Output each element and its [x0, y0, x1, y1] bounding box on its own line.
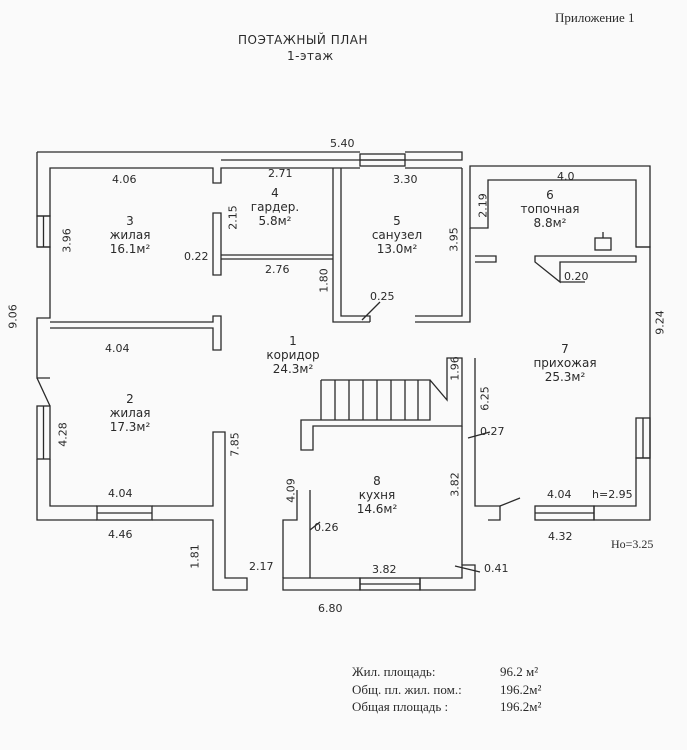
area-value-total-living: 196.2м²	[500, 682, 542, 697]
dim-025: 0.25	[370, 290, 395, 303]
dim-404-b: 4.04	[108, 487, 133, 500]
wall-topochnaya	[534, 255, 637, 284]
room-2-number: 2	[126, 392, 134, 406]
dim-219: 2.19	[476, 193, 490, 218]
dim-217: 2.17	[249, 560, 274, 573]
room-7-name: прихожая	[533, 356, 597, 370]
room-4-area: 5.8м²	[258, 214, 292, 228]
room-4-name: гардер.	[250, 200, 300, 214]
wall-internal-5	[332, 168, 371, 323]
stairs	[300, 357, 463, 451]
dim-330: 3.30	[393, 173, 418, 186]
dim-680: 6.80	[318, 602, 343, 615]
room-5-name: санузел	[371, 228, 423, 242]
room-4-label: 4 гардер. 5.8м²	[245, 186, 305, 228]
room-8-area: 14.6м²	[356, 502, 398, 516]
dim-027: 0.27	[480, 425, 505, 438]
room-2-label: 2 жилая 17.3м²	[100, 392, 160, 434]
dim-432: 4.32	[548, 530, 573, 543]
room-8-name: кухня	[358, 488, 396, 502]
room-5-number: 5	[393, 214, 401, 228]
dim-406: 4.06	[112, 173, 137, 186]
dim-40: 4.0	[557, 170, 575, 183]
dim-924: 9.24	[653, 310, 667, 335]
room-3-name: жилая	[109, 228, 151, 242]
area-label-living: Жил. площадь:	[352, 664, 436, 679]
room-7-label: 7 прихожая 25.3м²	[525, 342, 605, 384]
room-5-label: 5 санузел 13.0м²	[362, 214, 432, 256]
room-7-number: 7	[561, 342, 569, 356]
dim-625: 6.25	[478, 386, 492, 411]
area-label-total: Общая площадь :	[352, 699, 449, 714]
dim-041: 0.41	[484, 562, 509, 575]
dim-022: 0.22	[184, 250, 209, 263]
appendix-label: Приложение 1	[555, 10, 635, 25]
dim-180: 1.80	[317, 268, 331, 293]
room-2-area: 17.3м²	[109, 420, 151, 434]
area-value-total: 196.2м²	[500, 699, 542, 714]
room-8-number: 8	[373, 474, 381, 488]
dim-404-c: 4.04	[547, 488, 572, 501]
room-1-number: 1	[289, 334, 297, 348]
room-3-number: 3	[126, 214, 134, 228]
room-1-name: коридор	[266, 348, 320, 362]
area-label-total-living: Общ. пл. жил. пом.:	[352, 682, 462, 697]
dim-382-a: 3.82	[448, 472, 462, 497]
room-1-area: 24.3м²	[272, 362, 314, 376]
room-3-label: 3 жилая 16.1м²	[100, 214, 160, 256]
dim-382-b: 3.82	[372, 563, 397, 576]
wall-internal-3	[212, 212, 222, 276]
dim-215: 2.15	[226, 205, 240, 230]
wall-corridor-left	[50, 315, 222, 351]
plan-title: ПОЭТАЖНЫЙ ПЛАН	[238, 33, 368, 47]
wall-right-top	[469, 165, 651, 248]
dim-026: 0.26	[314, 521, 339, 534]
dim-404-a: 4.04	[105, 342, 130, 355]
dim-409: 4.09	[284, 478, 298, 503]
dim-196: 1.96	[448, 356, 462, 381]
dim-276: 2.76	[265, 263, 290, 276]
dim-h295: h=2.95	[592, 488, 633, 501]
wall-left	[36, 246, 51, 379]
room-5-area: 13.0м²	[376, 242, 418, 256]
dim-top-total: 5.40	[330, 137, 355, 150]
dim-446: 4.46	[108, 528, 133, 541]
dim-181: 1.81	[188, 544, 202, 569]
plan-subtitle: 1-этаж	[287, 49, 334, 63]
dim-785: 7.85	[228, 432, 242, 457]
dim-020: 0.20	[564, 270, 589, 283]
dim-ho325: Ho=3.25	[611, 537, 654, 551]
dim-906: 9.06	[6, 304, 20, 329]
room-4-number: 4	[271, 186, 279, 200]
room-2-name: жилая	[109, 406, 151, 420]
dim-271: 2.71	[268, 167, 293, 180]
room-6-number: 6	[546, 188, 554, 202]
room-1-label: 1 коридор 24.3м²	[258, 334, 328, 376]
room-6-name: топочная	[520, 202, 580, 216]
boiler-symbol	[594, 237, 612, 251]
dim-395: 3.95	[447, 227, 461, 252]
dim-396: 3.96	[60, 228, 74, 253]
room-3-area: 16.1м²	[109, 242, 151, 256]
room-6-area: 8.8м²	[533, 216, 567, 230]
room-6-label: 6 топочная 8.8м²	[512, 188, 588, 230]
room-7-area: 25.3м²	[544, 370, 586, 384]
wall-top	[36, 151, 463, 217]
area-value-living: 96.2 м²	[500, 664, 539, 679]
room-8-label: 8 кухня 14.6м²	[342, 474, 412, 516]
dim-428: 4.28	[56, 422, 70, 447]
